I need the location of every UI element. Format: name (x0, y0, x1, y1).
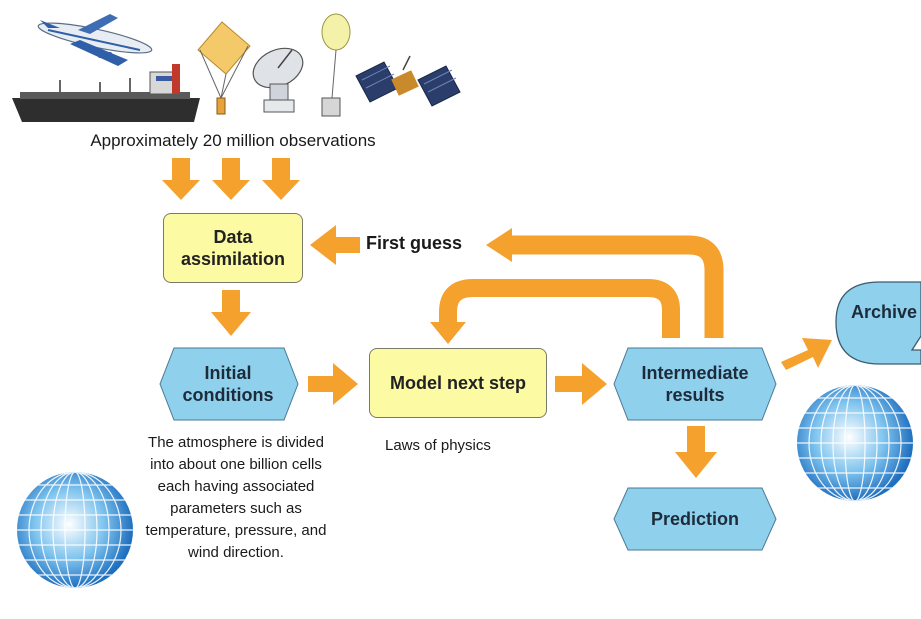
arrow-to-archive (781, 338, 832, 370)
arrow-to-prediction (675, 426, 717, 478)
intermediate-results-label: Intermediate results (641, 363, 749, 405)
globe-right-icon (797, 385, 913, 501)
data-assimilation-box: Data assimilation (163, 213, 303, 283)
archive-shape (835, 281, 921, 365)
intermediate-results-shape (613, 347, 777, 421)
model-next-step-label: Model next step (389, 372, 527, 393)
arrow-to-model (308, 363, 358, 405)
archive-label: Archive (850, 302, 918, 322)
arrow-to-intermediate (555, 363, 607, 405)
observations-caption: Approximately 20 million observations (90, 131, 376, 150)
first-guess-loop-arrow (508, 235, 724, 338)
laws-of-physics-label: Laws of physics (385, 437, 491, 454)
prediction-shape (613, 487, 777, 551)
parachute-icon (197, 21, 251, 115)
first-guess-arrow (310, 225, 360, 265)
first-guess-label: First guess (366, 233, 463, 253)
data-assimilation-label: Data assimilation (180, 227, 286, 269)
balloon-icon (321, 13, 351, 117)
atmosphere-description: The atmosphere is divided into about one… (145, 434, 327, 561)
model-loop-arrow (439, 279, 680, 338)
airplane-icon (37, 14, 153, 66)
arrow-to-initial-conditions (211, 290, 251, 336)
radar-dish-icon (252, 47, 304, 113)
observation-arrows (162, 158, 300, 200)
initial-conditions-shape (159, 347, 299, 421)
prediction-label: Prediction (650, 509, 739, 529)
satellite-icon (355, 55, 461, 107)
model-next-step-box: Model next step (369, 348, 547, 418)
ship-icon (12, 64, 200, 122)
globe-left-icon (17, 472, 133, 588)
initial-conditions-label: Initial conditions (182, 363, 274, 405)
